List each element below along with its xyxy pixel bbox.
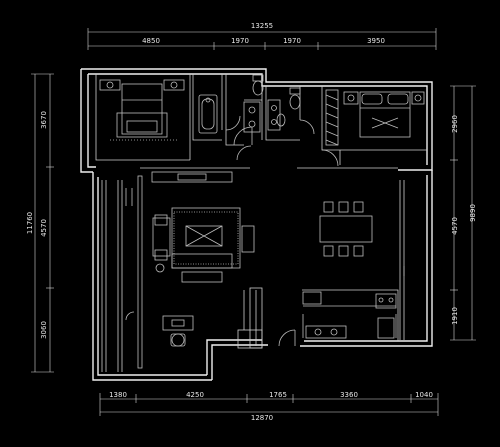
sink-1 bbox=[243, 101, 261, 133]
doors bbox=[225, 115, 339, 347]
dim-bottom-2: 4250 bbox=[186, 391, 204, 399]
interior-walls bbox=[95, 74, 427, 372]
toilet-1 bbox=[252, 74, 264, 96]
dim-bottom-1: 1380 bbox=[109, 391, 127, 399]
top-dimension-chain: 13255 4850 1970 1970 3950 bbox=[87, 22, 437, 50]
dim-top-1: 4850 bbox=[142, 37, 160, 45]
dim-right-2: 4570 bbox=[451, 217, 459, 235]
tv-cabinet bbox=[151, 171, 233, 183]
dining-table bbox=[319, 201, 373, 257]
balcony-railing bbox=[101, 175, 405, 372]
left-dimension-chain: 11760 3670 4570 3060 bbox=[26, 73, 54, 373]
study-desk bbox=[162, 315, 194, 347]
dim-right-total: 9890 bbox=[469, 204, 477, 222]
dim-bottom-3: 1765 bbox=[269, 391, 287, 399]
dim-right-1: 2960 bbox=[451, 115, 459, 133]
dim-top-total: 13255 bbox=[251, 22, 273, 30]
sink-2 bbox=[267, 99, 286, 131]
dim-top-4: 3950 bbox=[367, 37, 385, 45]
dim-left-total: 11760 bbox=[26, 212, 34, 234]
dim-top-2: 1970 bbox=[231, 37, 249, 45]
kitchen-counter bbox=[302, 291, 397, 339]
dim-bottom-total: 12870 bbox=[251, 414, 273, 422]
bathtub bbox=[198, 94, 218, 134]
sofa-set bbox=[152, 207, 255, 283]
wardrobe bbox=[325, 89, 339, 146]
dim-bottom-5: 1040 bbox=[415, 391, 433, 399]
dim-top-3: 1970 bbox=[283, 37, 301, 45]
right-dimension-chain: 2960 4570 1910 9890 bbox=[450, 85, 477, 341]
second-bed bbox=[343, 91, 425, 138]
bottom-dimension-chain: 1380 4250 1765 3360 1040 12870 bbox=[99, 391, 439, 422]
dim-right-3: 1910 bbox=[451, 307, 459, 325]
exterior-walls bbox=[80, 68, 433, 381]
corridor-structure bbox=[237, 290, 263, 349]
dim-left-1: 3670 bbox=[40, 111, 48, 129]
toilet-2 bbox=[289, 87, 301, 110]
dim-left-2: 4570 bbox=[40, 219, 48, 237]
dim-bottom-4: 3360 bbox=[340, 391, 358, 399]
dim-left-3: 3060 bbox=[40, 321, 48, 339]
master-bed bbox=[99, 79, 185, 141]
